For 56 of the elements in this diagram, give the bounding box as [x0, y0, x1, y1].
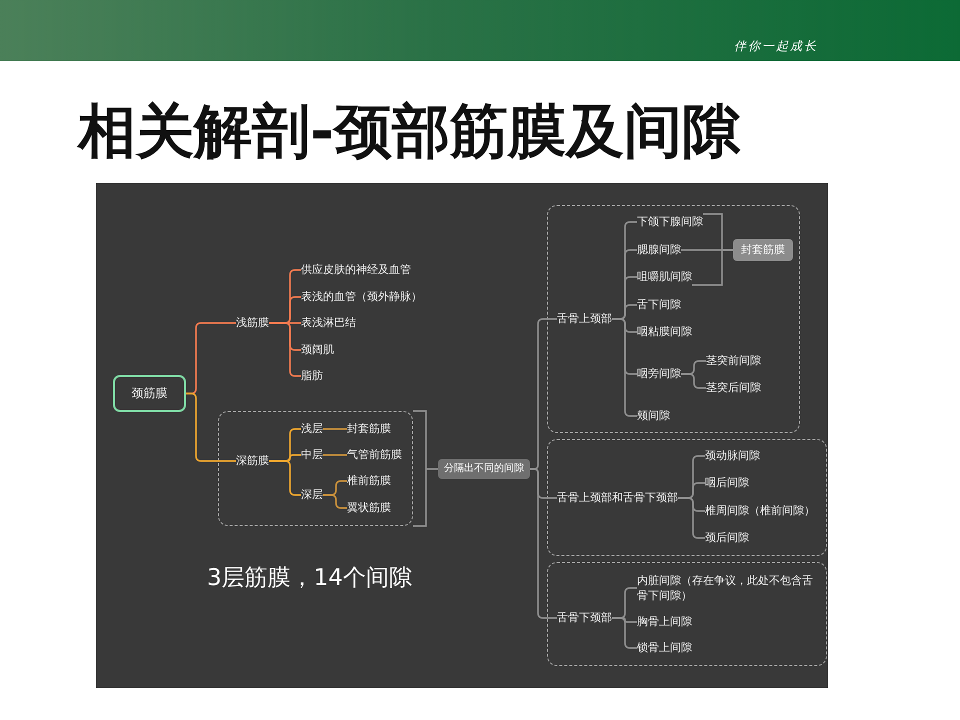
topic-text: 舌下间隙	[637, 297, 681, 313]
topic-text: 咽粘膜间隙	[637, 324, 692, 340]
topic-text: 气管前筋膜	[347, 447, 402, 463]
summary-bracket	[692, 249, 733, 286]
topic-text: 咀嚼肌间隙	[637, 269, 692, 285]
topic-text: 脂肪	[301, 368, 323, 384]
topic-text: 下颌下腺间隙	[637, 214, 703, 230]
topic-text: 颊间隙	[637, 408, 670, 424]
branch-line	[530, 468, 557, 619]
topic-text: 颈动脉间隙	[705, 448, 760, 464]
topic-text: 椎前筋膜	[347, 473, 391, 489]
topic-text: 内脏间隙（存在争议，此处不包含舌骨下间隙）	[637, 573, 819, 603]
topic-text: 供应皮肤的神经及血管	[301, 262, 411, 278]
topic-text: 颈阔肌	[301, 342, 334, 358]
topic-text: 表浅淋巴结	[301, 315, 356, 331]
topic-text: 中层	[301, 447, 323, 463]
branch-line	[678, 497, 705, 539]
summary-bracket	[412, 410, 439, 527]
topic-text: 深筋膜	[236, 453, 269, 469]
topic-text: 咽旁间隙	[637, 366, 681, 382]
topic-text: 锁骨上间隙	[637, 640, 692, 656]
slogan-text: 伴你一起成长	[734, 38, 818, 54]
topic-text: 椎周间隙（椎前间隙）	[705, 503, 815, 519]
dashed-boundary	[547, 562, 827, 666]
branch-line	[681, 373, 706, 389]
topic-text: 封套筋膜	[347, 421, 391, 437]
branch-line	[612, 318, 637, 417]
topic-text: 浅筋膜	[236, 315, 269, 331]
summary-tag: 封套筋膜	[733, 239, 793, 261]
topic-text: 深层	[301, 487, 323, 503]
branch-line	[323, 428, 347, 430]
branch-line	[323, 494, 347, 509]
branch-line	[323, 454, 347, 456]
branch-line	[186, 392, 236, 462]
dashed-boundary	[547, 439, 827, 556]
dashed-boundary	[547, 205, 800, 433]
slide-title: 相关解剖-颈部筋膜及间隙	[78, 101, 740, 161]
topic-text: 茎突前间隙	[706, 353, 761, 369]
topic-text: 腮腺间隙	[637, 242, 681, 258]
branch-line	[612, 617, 637, 649]
topic-text: 咽后间隙	[705, 475, 749, 491]
dashed-boundary	[218, 411, 413, 526]
branch-line	[269, 322, 301, 377]
topic-text: 胸骨上间隙	[637, 614, 692, 630]
central-topic: 颈筋膜	[113, 375, 186, 412]
topic-text: 舌骨下颈部	[557, 610, 612, 626]
topic-text: 舌骨上颈部和舌骨下颈部	[557, 490, 678, 506]
note-text: 3层筋膜，14个间隙	[207, 564, 412, 592]
topic-text: 茎突后间隙	[706, 380, 761, 396]
summary-tag: 分隔出不同的间隙	[438, 459, 530, 479]
topic-text: 浅层	[301, 421, 323, 437]
topic-text: 颈后间隙	[705, 530, 749, 546]
topic-text: 翼状筋膜	[347, 500, 391, 516]
topic-text: 表浅的血管（颈外静脉）	[301, 289, 422, 305]
topic-text: 舌骨上颈部	[557, 311, 612, 327]
branch-line	[269, 460, 301, 496]
